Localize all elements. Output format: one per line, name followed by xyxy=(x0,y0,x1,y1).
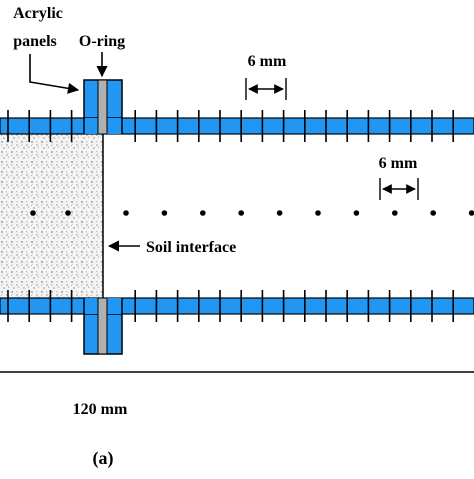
sensor-dot xyxy=(468,210,474,216)
tick-marks xyxy=(7,110,455,322)
sensor-dot xyxy=(430,210,437,216)
soil-region xyxy=(0,134,103,298)
length-label: 120 mm xyxy=(73,401,128,418)
spacing-label-top: 6 mm xyxy=(248,53,287,70)
sensor-dot-soil xyxy=(30,210,36,216)
sensor-dot xyxy=(392,210,398,216)
top-oring xyxy=(97,79,108,135)
bottom-oring xyxy=(97,297,108,355)
bottom-flange-edges xyxy=(83,298,123,314)
sensor-dot-soil xyxy=(65,210,71,216)
acrylic-label-line2: panels xyxy=(13,33,57,50)
sensor-dots xyxy=(30,210,474,216)
top-flange-edges xyxy=(83,118,123,134)
sensor-dot xyxy=(276,210,283,216)
spacing-label-mid: 6 mm xyxy=(379,155,418,172)
acrylic-leader-arrow xyxy=(29,54,80,94)
soil-interface-label: Soil interface xyxy=(146,239,236,256)
oring-label: O-ring xyxy=(79,33,125,50)
sensor-dot xyxy=(238,210,244,216)
sensor-dot xyxy=(123,210,129,216)
sensor-dot xyxy=(200,210,206,216)
sensor-dot xyxy=(161,210,168,216)
sensor-dot xyxy=(315,210,321,216)
sensor-dot xyxy=(353,210,360,216)
acrylic-label-line1: Acrylic xyxy=(13,5,63,22)
panel-label: (a) xyxy=(93,448,114,469)
